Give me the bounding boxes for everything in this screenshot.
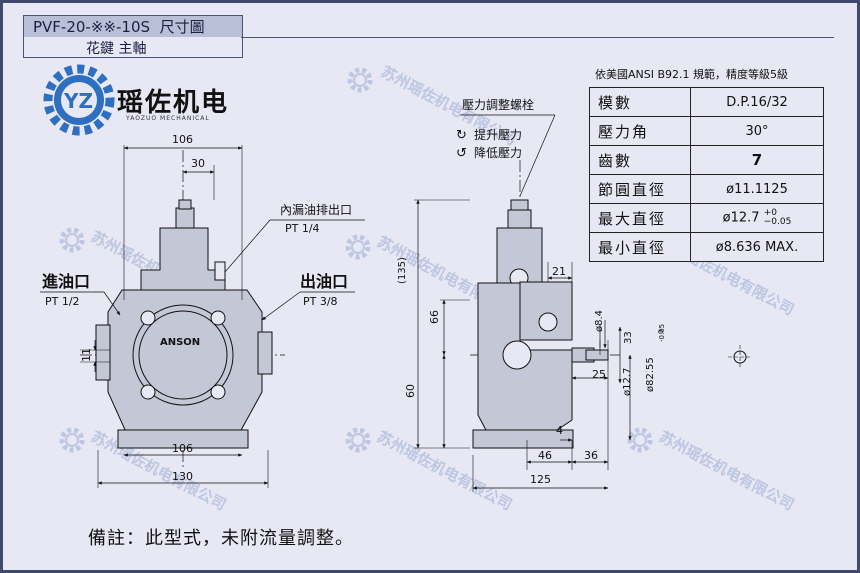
table-row: 模數 D.P.16/32 [589,87,824,117]
spec-key: 齒數 [589,145,691,175]
spec-key: 最小直徑 [589,232,691,262]
dim-d82-tol-top: 0 [657,330,665,334]
dim-4: 4 [556,424,563,437]
dim-33: 33 [623,331,634,344]
inlet-port-label: 進油口 [42,272,90,291]
logo-mark: YZ [63,89,93,113]
spec-value-cell: ø12.7 +0 −0.05 [690,203,824,233]
outlet-port-label: 出油口 [300,272,348,291]
side-view-labels: 壓力調整螺栓 ↻ 提升壓力 ↺ 降低壓力 (135) 66 60 21 ø8.4… [397,97,666,486]
logo-name: 瑶佐机电 [117,88,230,118]
table-row: 最小直徑 ø8.636 MAX. [589,232,824,262]
table-row: 壓力角 30° [589,116,824,146]
spec-value: D.P.16/32 [690,87,824,117]
table-row: 齒數 7 [589,145,824,175]
spec-value: ø8.636 MAX. [690,232,824,262]
table-row: 最大直徑 ø12.7 +0 −0.05 [589,203,824,233]
spec-value: ø11.1125 [690,174,824,204]
dim-135: (135) [397,257,408,284]
dim-46: 46 [538,449,552,462]
dim-106-top: 106 [172,133,193,146]
logo-english: YAOZUO MECHANICAL [126,115,210,122]
watermark-text: 苏州瑶佐机电有限公司 [656,428,797,514]
front-view [40,145,365,488]
spec-key: 最大直徑 [589,203,691,233]
inlet-port-size: PT 1/2 [45,295,80,308]
decrease-pressure-label: 降低壓力 [474,146,522,160]
dim-30: 30 [191,157,205,170]
dim-d82-55: ø82.55 [645,357,656,392]
spline-standard-note: 依美國ANSI B92.1 規範，精度等級5級 [595,68,789,81]
logo-gear-icon: YZ [43,64,115,136]
tolerance: +0 −0.05 [764,209,792,227]
increase-pressure-label: 提升壓力 [474,127,522,142]
screw-label: 壓力調整螺栓 [462,97,534,112]
drain-port-label: 內漏油排出口 [280,203,352,217]
spec-key: 壓力角 [589,116,691,146]
dim-11: 11 [80,348,93,362]
remark-note: 備註：此型式，未附流量調整。 [88,528,354,549]
subtitle-tab [23,37,243,58]
dim-130: 130 [172,470,193,483]
spec-value: ø12.7 [722,210,760,226]
side-view [414,114,752,492]
spec-value: 7 [690,145,824,175]
dim-d8-4: ø8.4 [594,310,605,332]
dim-d82-tol: -0.05 [658,324,666,342]
spec-key: 節圓直徑 [589,174,691,204]
header-rule [241,37,834,38]
spec-key: 模數 [589,87,691,117]
front-view-labels: 106 30 11 106 130 ANSON 內漏油排出口 PT 1/4 進油… [42,133,352,483]
dim-36: 36 [584,449,598,462]
dim-25: 25 [592,368,606,381]
dim-106-bottom: 106 [172,442,193,455]
spec-value: 30° [690,116,824,146]
spline-spec-table: 模數 D.P.16/32 壓力角 30° 齒數 7 節圓直徑 ø11.1125 … [589,87,824,262]
dim-d12-7: ø12.7 [622,368,633,396]
dim-60: 60 [404,384,417,398]
dim-66: 66 [428,310,441,324]
decrease-arrow-icon: ↺ [456,146,467,161]
model-number: PVF-20-※※-10S [33,18,151,36]
outlet-port-size: PT 3/8 [303,295,338,308]
drawing-type: 尺寸圖 [159,18,205,36]
table-row: 節圓直徑 ø11.1125 [589,174,824,204]
increase-arrow-icon: ↻ [456,128,467,143]
page-title: PVF-20-※※-10S 尺寸圖 [33,16,205,37]
page-subtitle: 花鍵 主軸 [86,41,147,57]
dim-21: 21 [552,265,566,278]
drain-port-size: PT 1/4 [285,222,320,235]
tolerance-bottom: −0.05 [763,217,792,227]
dim-125: 125 [530,473,551,486]
tolerance-top: +0 [763,208,777,218]
pump-brand-label: ANSON [160,337,200,348]
